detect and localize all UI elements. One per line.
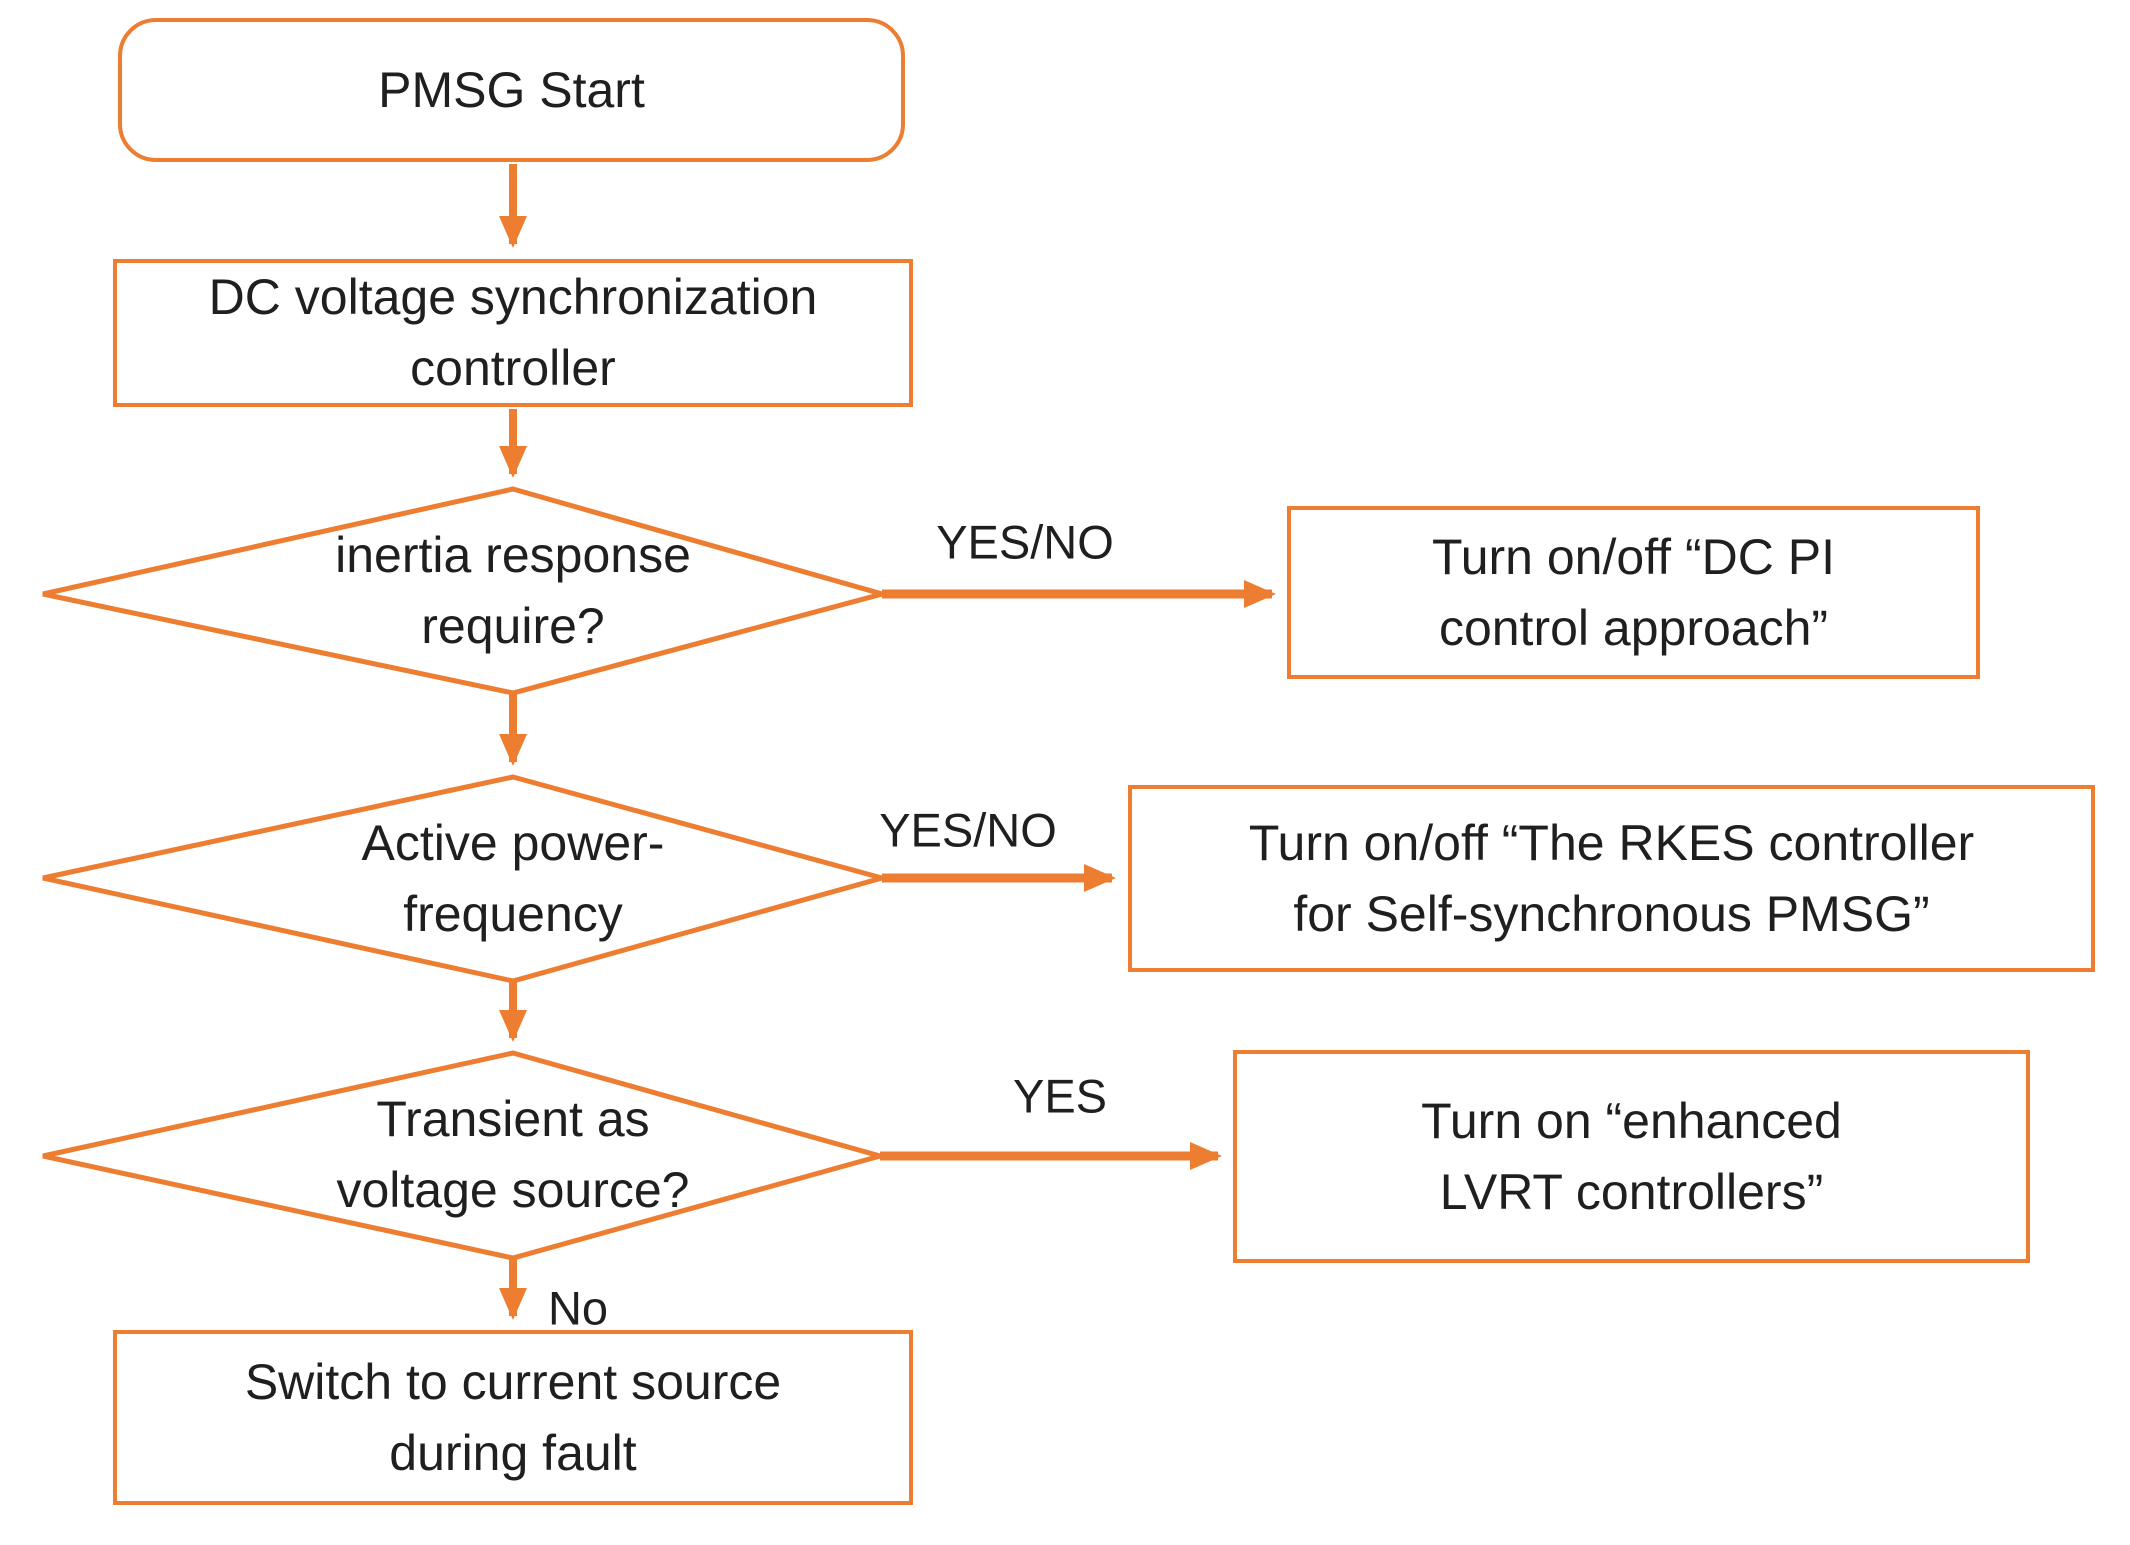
- rkes-label-line1: Turn on/off “The RKES controller: [1248, 814, 1975, 871]
- dc-sync-label-line2: controller: [410, 340, 616, 396]
- dc-sync-label-line1: DC voltage synchronization: [208, 269, 818, 325]
- switch-current-label-line2: during fault: [389, 1424, 637, 1481]
- power-freq-branch-label: YES/NO: [879, 803, 1057, 857]
- decision-transient-shape: [42, 1050, 890, 1261]
- switch-current-node: Switch to current source during fault: [113, 1330, 913, 1505]
- rkes-label-line2: for Self-synchronous PMSG”: [1293, 885, 1930, 942]
- lvrt-label-line1: Turn on “enhanced: [1421, 1092, 1842, 1149]
- lvrt-label-line2: LVRT controllers”: [1439, 1163, 1824, 1220]
- start-node: PMSG Start: [118, 18, 905, 162]
- dc-sync-node: DC voltage synchronization controller: [113, 259, 913, 407]
- inertia-branch-label: YES/NO: [936, 515, 1114, 569]
- lvrt-action-node: Turn on “enhanced LVRT controllers”: [1233, 1050, 2030, 1263]
- decision-power-freq-shape: [42, 774, 892, 984]
- dc-pi-label-line1: Turn on/off “DC PI: [1432, 528, 1835, 585]
- transient-no-label: No: [547, 1281, 609, 1335]
- transient-yes-label: YES: [1012, 1069, 1108, 1123]
- dc-pi-action-node: Turn on/off “DC PI control approach”: [1287, 506, 1980, 679]
- decision-inertia-shape: [42, 486, 892, 696]
- switch-current-label-line1: Switch to current source: [244, 1353, 782, 1410]
- rkes-action-node: Turn on/off “The RKES controller for Sel…: [1128, 785, 2095, 972]
- start-node-label: PMSG Start: [378, 61, 645, 118]
- dc-pi-label-line2: control approach”: [1438, 599, 1829, 656]
